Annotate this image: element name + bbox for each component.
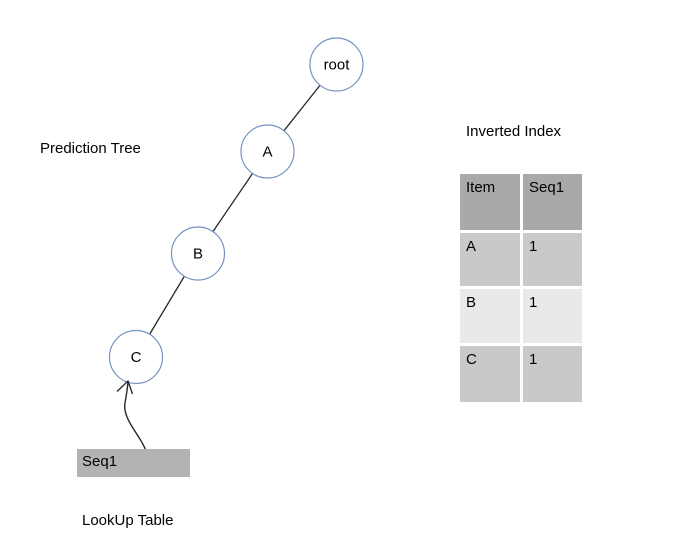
a-node-label: A <box>262 144 272 161</box>
tree-node-b: B <box>170 226 226 281</box>
c-node-label: C <box>131 349 142 366</box>
lookup-arrow-head <box>116 379 134 395</box>
table-cell-item-c: C <box>460 346 520 402</box>
root-node-circle <box>309 37 364 92</box>
tree-node-c: C <box>108 329 164 385</box>
tree-node-a: A <box>240 124 295 179</box>
b-node-circle <box>170 226 226 281</box>
b-node-label: B <box>193 246 203 263</box>
lookup-arrow <box>124 381 147 452</box>
table-cell-seq-a: 1 <box>523 233 582 286</box>
table-cell-item-a: A <box>460 233 520 286</box>
lookup-seq1-box: Seq1 <box>77 449 190 477</box>
a-node-circle <box>240 124 295 179</box>
lookup-table-title: LookUp Table <box>82 512 174 529</box>
column-header-seq1: Seq1 <box>523 174 582 230</box>
column-header-item: Item <box>460 174 520 230</box>
table-cell-seq-c: 1 <box>523 346 582 402</box>
prediction-tree-title: Prediction Tree <box>40 140 141 157</box>
lookup-seq1-label: Seq1 <box>82 453 118 470</box>
inverted-index-table: Item Seq1 A 1 B 1 C 1 <box>460 174 582 402</box>
table-cell-seq-b: 1 <box>523 289 582 343</box>
table-cell-item-b: B <box>460 289 520 343</box>
tree-node-root: root <box>309 37 364 92</box>
root-node-label: root <box>324 57 351 74</box>
c-node-circle <box>108 329 164 385</box>
inverted-index-title: Inverted Index <box>466 123 562 140</box>
